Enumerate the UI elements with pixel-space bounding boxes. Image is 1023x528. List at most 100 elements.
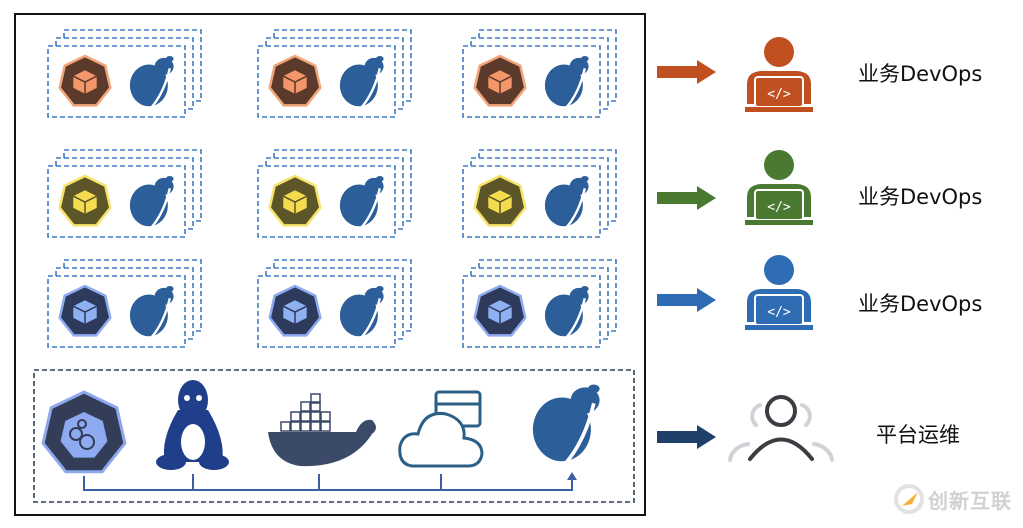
workload-group: [47, 29, 202, 118]
tux-eye: [196, 395, 202, 401]
docker-container: [310, 393, 321, 404]
blob-icon: [544, 175, 589, 229]
docker-container: [320, 411, 331, 422]
docker-container: [310, 411, 321, 422]
blob-icon: [544, 55, 589, 109]
workload-group: [462, 149, 617, 238]
docker-container: [290, 411, 301, 422]
person-head: [764, 255, 794, 285]
workload-group: [257, 149, 412, 238]
blob-top: [581, 55, 589, 62]
cloud-server-icon: [398, 390, 484, 468]
arrow-icon: [657, 186, 716, 210]
workload-group: [462, 29, 617, 118]
blob-stripe: [359, 188, 381, 229]
watermark-text: 创新互联: [928, 488, 1012, 513]
code-icon: </>: [767, 200, 791, 215]
blob-icon: [339, 55, 384, 109]
blob-top: [166, 175, 174, 182]
workload-group: [47, 259, 202, 348]
platform-box: [33, 369, 635, 503]
laptop-base: [745, 107, 813, 112]
blob-stripe: [149, 298, 171, 339]
gear-icon: [69, 427, 83, 441]
blob-top: [166, 285, 174, 292]
blob-top: [376, 175, 384, 182]
label-devops-3: 业务DevOps: [858, 292, 983, 316]
developer-person-icon: </>: [745, 150, 813, 225]
cloud-shape: [398, 411, 484, 468]
team-member-right: [800, 403, 812, 427]
blob-stripe: [149, 188, 171, 229]
tux-eye: [184, 395, 190, 401]
blob-stripe: [359, 68, 381, 109]
blob-icon: [339, 285, 384, 339]
tux-belly: [181, 424, 205, 460]
cluster-frame: [14, 13, 646, 516]
code-icon: </>: [767, 305, 791, 320]
linux-tux-icon: [156, 380, 229, 470]
blob-top: [376, 285, 384, 292]
team-member-left-body: [728, 442, 750, 462]
docker-container: [300, 411, 311, 422]
person-head: [764, 37, 794, 67]
workload-group: [47, 149, 202, 238]
docker-icon: [268, 393, 376, 467]
watermark-logo-icon: [894, 484, 924, 514]
label-platform-ops: 平台运维: [876, 423, 960, 447]
blob-stripe: [564, 68, 586, 109]
person-head: [765, 395, 797, 427]
docker-container: [300, 421, 311, 432]
blob-icon: [339, 175, 384, 229]
workload-group: [462, 259, 617, 348]
blob-icon: [129, 55, 174, 109]
blob-top: [581, 175, 589, 182]
developer-person-icon: </>: [745, 255, 813, 330]
label-devops-2: 业务DevOps: [858, 185, 983, 209]
code-icon: </>: [767, 87, 791, 102]
blob-stripe: [564, 188, 586, 229]
laptop-base: [745, 220, 813, 225]
workload-group: [257, 29, 412, 118]
docker-container: [290, 421, 301, 432]
tux-foot: [156, 454, 186, 470]
ops-team-icon: [728, 395, 834, 462]
docker-container: [300, 401, 311, 412]
blob-stripe: [563, 402, 596, 466]
blob-icon: [544, 285, 589, 339]
connector-line: [83, 476, 573, 491]
docker-container: [280, 421, 291, 432]
blob-icon: [532, 384, 600, 466]
gear-icon: [79, 434, 95, 450]
label-devops-1: 业务DevOps: [858, 62, 983, 86]
team-member-left: [750, 403, 762, 427]
blob-icon: [129, 175, 174, 229]
connector-arrowhead: [567, 472, 577, 480]
blob-icon: [129, 285, 174, 339]
blob-stripe: [149, 68, 171, 109]
docker-container: [310, 401, 321, 412]
docker-whale: [268, 419, 376, 467]
developer-person-icon: </>: [745, 37, 813, 112]
platform-icons: [41, 380, 600, 474]
arrow-icon: [657, 60, 716, 84]
team-member-right-body: [812, 442, 834, 462]
blob-top: [166, 55, 174, 62]
blob-stripe: [564, 298, 586, 339]
arrow-icon: [657, 425, 716, 449]
blob-stripe: [359, 298, 381, 339]
blob-top: [581, 285, 589, 292]
arrow-icon: [657, 288, 716, 312]
workload-group: [257, 259, 412, 348]
person-head: [764, 150, 794, 180]
person-body: [748, 437, 814, 461]
laptop-base: [745, 325, 813, 330]
gear-icon: [77, 419, 87, 429]
blob-top: [376, 55, 384, 62]
blob-top: [588, 384, 600, 394]
tux-foot: [199, 454, 229, 470]
watermark: 创新互联: [894, 484, 1012, 514]
docker-container: [320, 421, 331, 432]
